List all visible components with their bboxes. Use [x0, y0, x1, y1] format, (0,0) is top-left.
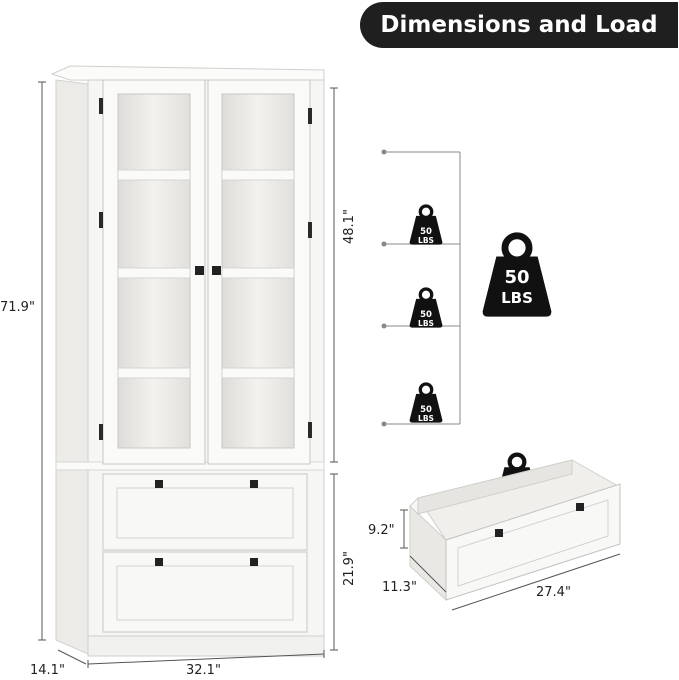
drawer-bottom: [102, 551, 308, 633]
weight-value-large: 50: [504, 267, 529, 288]
hinges: [99, 98, 312, 440]
right-glass-door: [207, 79, 311, 465]
door-knob-left: [195, 266, 204, 275]
width-label: 32.1": [186, 663, 221, 678]
weight-unit-2: LBS: [418, 319, 434, 328]
total-height-label: 71.9": [0, 300, 35, 315]
drawer-width-label: 27.4": [536, 585, 571, 600]
drawer-dimension-lines: [400, 509, 621, 611]
title-banner: Dimensions and Load: [360, 2, 678, 48]
weight-value-2: 50: [420, 310, 432, 320]
door-knob-right: [212, 266, 221, 275]
dimension-lines: [38, 81, 338, 668]
open-drawer: [409, 459, 621, 602]
left-glass-door: [102, 79, 206, 465]
weight-unit-large: LBS: [501, 289, 533, 307]
depth-label: 14.1": [30, 663, 65, 678]
weight-unit-3: LBS: [418, 414, 434, 423]
upper-height-label: 48.1": [342, 209, 357, 244]
lower-height-label: 21.9": [342, 551, 357, 586]
drawer-depth-label: 11.3": [382, 580, 417, 595]
page-title: Dimensions and Load: [380, 12, 658, 38]
drawer-height-label: 9.2": [368, 523, 395, 538]
weight-unit-1: LBS: [418, 236, 434, 245]
weight-value-3: 50: [420, 405, 432, 415]
weight-value-1: 50: [420, 227, 432, 237]
cabinet: [50, 65, 325, 657]
drawer-top: [102, 473, 308, 551]
